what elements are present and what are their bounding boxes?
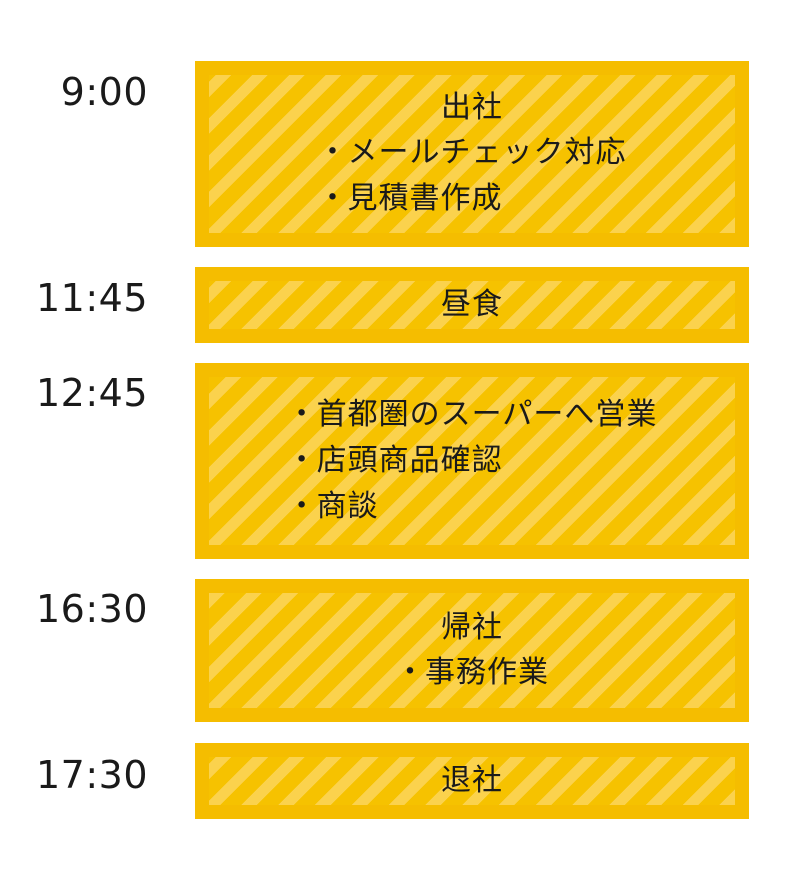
task-item: ・見積書作成 xyxy=(318,176,503,222)
block-title: 帰社 xyxy=(441,609,503,645)
striped-panel: 出社 ・メールチェック対応 ・見積書作成 xyxy=(209,75,735,233)
task-item: ・メールチェック対応 xyxy=(318,130,627,176)
bullet: ・ xyxy=(286,443,318,478)
block-content: ・首都圏のスーパーへ営業 ・店頭商品確認 ・商談 xyxy=(287,392,658,530)
time-label: 16:30 xyxy=(35,587,148,631)
bullet: ・ xyxy=(395,654,426,690)
task-text: 事務作業 xyxy=(425,654,549,690)
schedule-block: ・首都圏のスーパーへ営業 ・店頭商品確認 ・商談 xyxy=(195,363,749,559)
task-item: ・商談 xyxy=(287,484,379,530)
striped-panel: ・首都圏のスーパーへ営業 ・店頭商品確認 ・商談 xyxy=(209,377,735,545)
bullet: ・ xyxy=(317,135,349,170)
bullet: ・ xyxy=(286,397,318,432)
task-item: ・事務作業 xyxy=(395,650,549,696)
striped-panel: 昼食 xyxy=(209,281,735,329)
task-text: 商談 xyxy=(316,489,379,524)
block-content: 出社 ・メールチェック対応 ・見積書作成 xyxy=(318,86,627,222)
schedule-block: 昼食 xyxy=(195,267,749,343)
block-title: 出社 xyxy=(441,90,503,125)
task-item: ・首都圏のスーパーへ営業 xyxy=(287,392,658,438)
block-title: 昼食 xyxy=(441,287,503,322)
time-label: 11:45 xyxy=(35,276,148,320)
block-content: 退社 xyxy=(441,759,503,803)
bullet: ・ xyxy=(317,181,349,216)
schedule-block: 帰社 ・事務作業 xyxy=(195,579,749,722)
task-text: 首都圏のスーパーへ営業 xyxy=(316,397,658,432)
striped-panel: 退社 xyxy=(209,757,735,805)
block-content: 昼食 xyxy=(441,283,503,327)
time-label: 17:30 xyxy=(35,753,148,797)
block-title: 退社 xyxy=(441,763,503,798)
schedule-block: 退社 xyxy=(195,743,749,819)
schedule-block: 出社 ・メールチェック対応 ・見積書作成 xyxy=(195,61,749,247)
task-text: メールチェック対応 xyxy=(347,135,627,170)
task-item: ・店頭商品確認 xyxy=(287,438,503,484)
task-text: 見積書作成 xyxy=(347,181,503,216)
bullet: ・ xyxy=(286,489,318,524)
block-content: 帰社 ・事務作業 xyxy=(395,606,549,696)
time-label: 9:00 xyxy=(60,70,148,114)
time-label: 12:45 xyxy=(35,371,148,415)
task-text: 店頭商品確認 xyxy=(316,443,503,478)
striped-panel: 帰社 ・事務作業 xyxy=(209,593,735,708)
